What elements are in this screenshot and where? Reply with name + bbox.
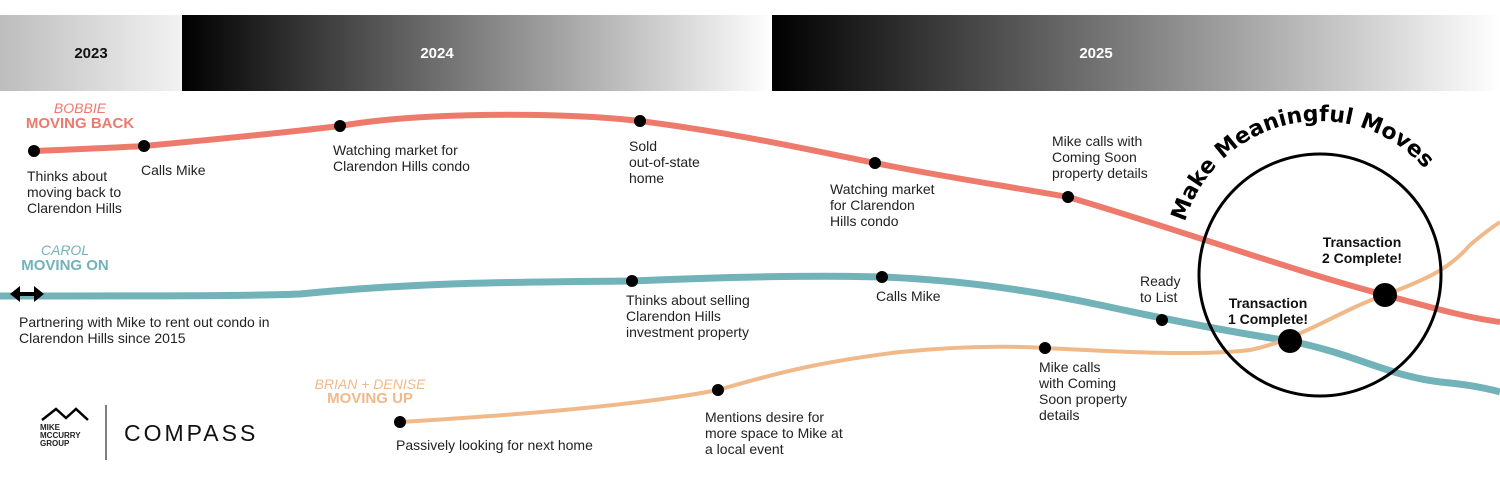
mike-mccurry-logo-mark [41,405,107,460]
brian-name: BRIAN + DENISE [314,376,426,392]
year-label: 2025 [1079,44,1113,62]
event-label: Sold out-of-state home [629,138,700,186]
event-label: Mike calls with Coming Soon property det… [1052,133,1148,181]
brian-line [399,220,1500,424]
mike-mccurry-group-logo: MIKE MCCURRY GROUP [40,423,81,448]
event-label: Ready to List [1140,273,1181,305]
bobbie-line [33,111,1500,325]
event-label: Watching market for Clarendon Hills cond… [333,142,470,174]
year-2023-band: 2023 [0,15,182,91]
transaction-2-label: Transaction 2 Complete! [1321,234,1403,266]
event-dots [28,115,1397,428]
event-label: Calls Mike [876,288,941,304]
year-2024-band: 2024 [182,15,772,91]
event-label: Calls Mike [141,162,206,178]
transaction-1-label: Transaction 1 Complete! [1227,295,1309,327]
event-label: Partnering with Mike to rent out condo i… [19,314,270,346]
event-label: Passively looking for next home [396,437,593,453]
event-label: Mike calls with Coming Soon property det… [1039,359,1127,423]
tagline: Make Meaningful Moves [1167,102,1439,224]
bobbie-name: BOBBIE [53,100,107,116]
double-arrow-icon [10,286,44,302]
event-label: Watching market for Clarendon Hills cond… [830,181,935,229]
event-label: Thinks about selling Clarendon Hills inv… [626,292,750,340]
meaningful-moves-circle [1197,152,1443,398]
carol-name: CAROL [40,242,90,258]
event-label: Mentions desire for more space to Mike a… [705,409,843,457]
event-label: Thinks about moving back to Clarendon Hi… [27,168,122,216]
year-label: 2023 [74,44,108,62]
year-label: 2024 [420,44,454,62]
year-2025-band: 2025 [772,15,1500,91]
compass-logo: COMPASS [124,420,259,446]
carol-title: MOVING ON [21,257,109,274]
bobbie-title: MOVING BACK [25,115,135,132]
brian-title: MOVING UP [327,390,413,407]
